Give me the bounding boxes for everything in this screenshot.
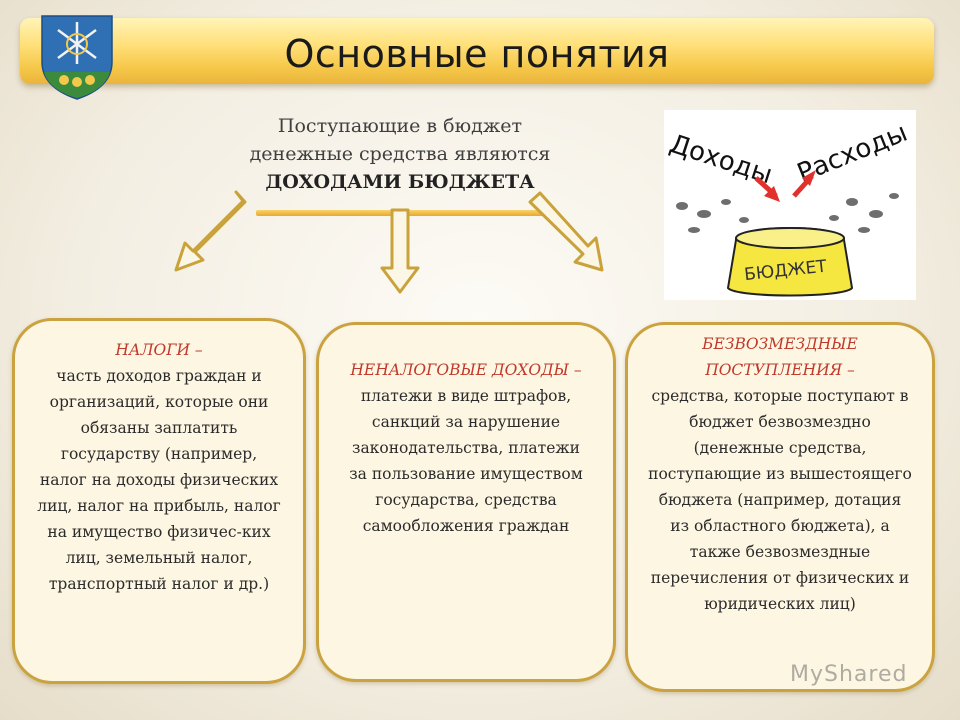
coat-of-arms-icon	[41, 15, 113, 100]
card-taxes-heading: НАЛОГИ –	[115, 341, 203, 359]
card-non-tax-body: платежи в виде штрафов, санкций за наруш…	[349, 387, 583, 535]
card-taxes: НАЛОГИ – часть доходов граждан и организ…	[12, 318, 306, 684]
intro-line-1: Поступающие в бюджет	[277, 115, 523, 137]
budget-pot-icon: Доходы Расходы БЮДЖЕТ	[666, 118, 912, 297]
watermark: MyShared	[790, 662, 908, 687]
card-non-tax-income: НЕНАЛОГОВЫЕ ДОХОДЫ – платежи в виде штра…	[316, 322, 616, 682]
slide-title: Основные понятия	[284, 32, 670, 76]
intro-statement: Поступающие в бюджет денежные средства я…	[200, 112, 600, 224]
budget-illustration: Доходы Расходы БЮДЖЕТ	[664, 110, 916, 300]
title-bar: Основные понятия	[20, 18, 934, 84]
card-non-tax-heading: НЕНАЛОГОВЫЕ ДОХОДЫ –	[350, 361, 582, 379]
card-grants: БЕЗВОЗМЕЗДНЫЕ ПОСТУПЛЕНИЯ – средства, ко…	[625, 322, 935, 692]
accent-underline	[256, 210, 544, 216]
intro-accent: ДОХОДАМИ БЮДЖЕТА	[265, 171, 535, 193]
intro-line-2: денежные средства являются	[249, 143, 551, 165]
card-taxes-body: часть доходов граждан и организаций, кот…	[37, 367, 281, 593]
card-grants-heading: БЕЗВОЗМЕЗДНЫЕ ПОСТУПЛЕНИЯ –	[702, 335, 858, 379]
card-grants-body: средства, которые поступают в бюджет без…	[648, 387, 912, 613]
